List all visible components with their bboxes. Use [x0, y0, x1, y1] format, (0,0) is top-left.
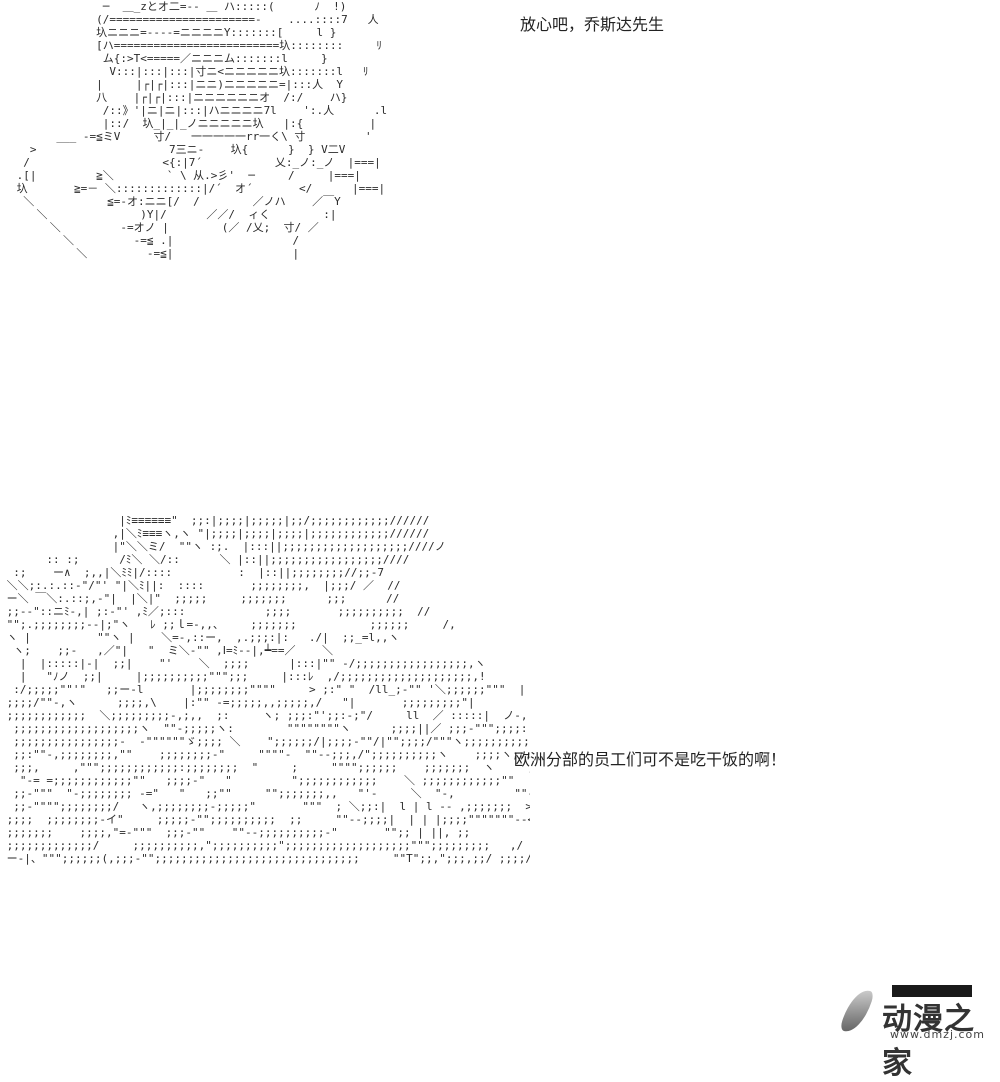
watermark-url: www.dmzj.com — [890, 1028, 985, 1041]
feather-logo-icon — [839, 985, 875, 1037]
ascii-art-bottom: |ﾐ≡≡≡≡≡≡" ;;:|;;;;|;;;;;|;;/;;;;;;;;;;;;… — [6, 514, 530, 865]
dialogue-line-2: 欧洲分部的员工们可不是吃干饭的啊！ — [514, 750, 787, 769]
dialogue-line-1: 放心吧，乔斯达先生 — [520, 15, 665, 34]
watermark-bar — [892, 985, 972, 997]
watermark: 动漫之家 www.dmzj.com — [839, 980, 1000, 1081]
ascii-art-top: ─ ＿_zとオ二=-‐ ＿ ハ:::::( ﾉ !) (/===========… — [16, 0, 388, 260]
